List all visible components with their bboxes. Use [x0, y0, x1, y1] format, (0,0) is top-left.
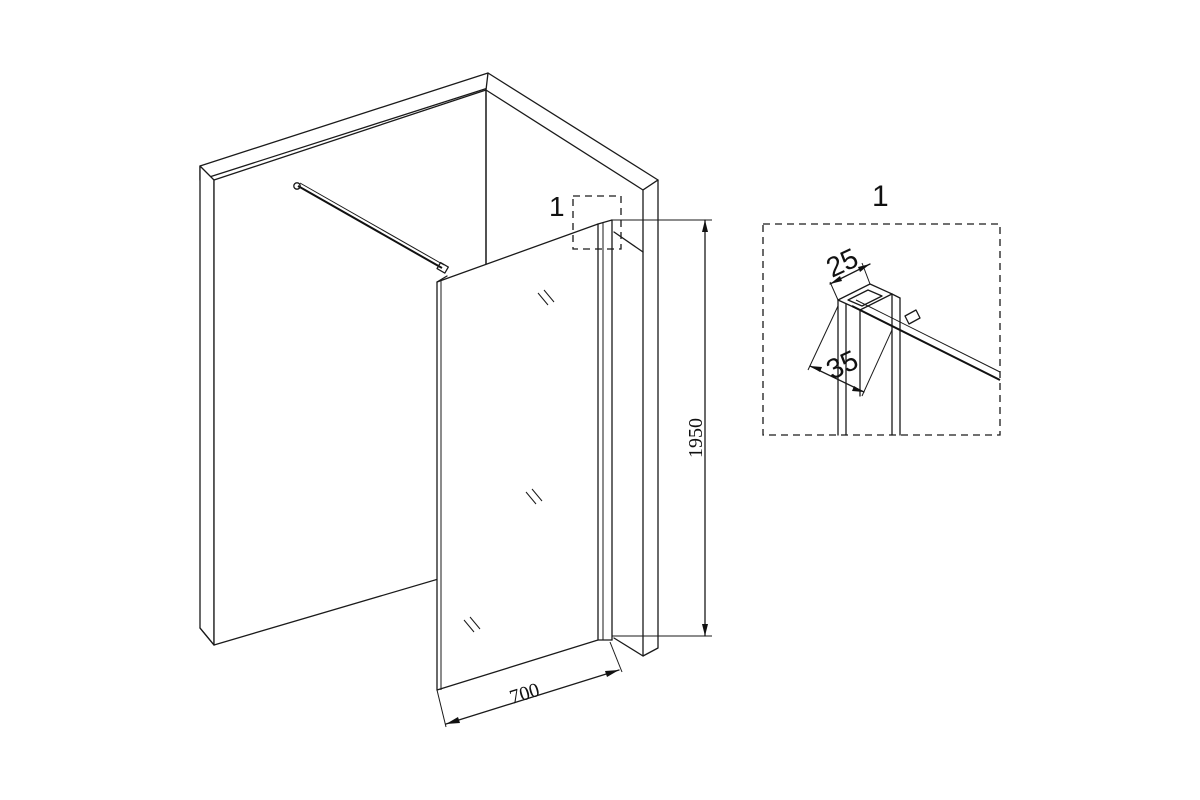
detail-view-frame [762, 223, 1001, 436]
support-bar [293, 182, 449, 274]
detail-profile [837, 283, 1001, 436]
width-dimension-label: 700 [507, 679, 542, 709]
width-dimension [436, 641, 623, 728]
detail-marker-box [572, 195, 622, 250]
detail-view-title: 1 [872, 180, 889, 213]
height-dimension [612, 219, 712, 637]
profile-depth-label: 35 [821, 344, 862, 385]
height-dimension-label: 1950 [685, 418, 707, 458]
profile-width-label: 25 [821, 242, 862, 283]
glass-reflection-marks [463, 289, 555, 633]
profile-depth-dimension [807, 305, 893, 397]
detail-marker-label: 1 [549, 191, 565, 222]
profile-width-dimension [829, 262, 871, 301]
glass-panel [436, 219, 613, 691]
back-wall [199, 72, 489, 646]
